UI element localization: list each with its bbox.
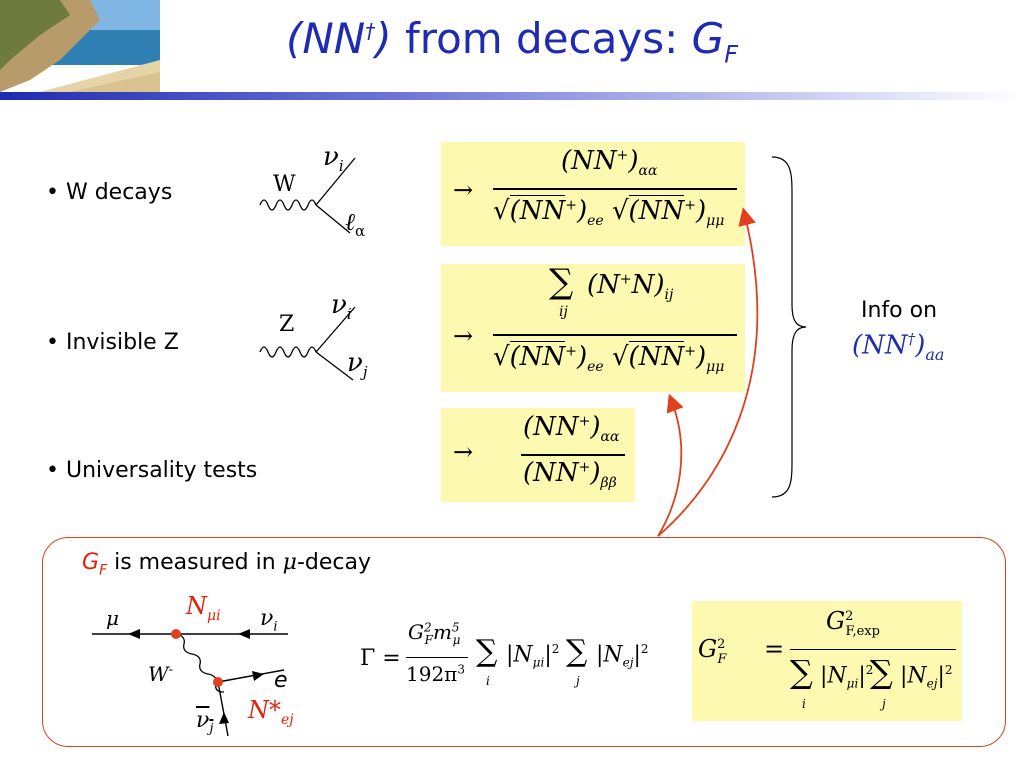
red-arrows <box>657 207 759 537</box>
sum-symbol: ∑ <box>549 262 574 302</box>
formula-u-denominator: (NN+)ββ <box>523 458 617 492</box>
gf-measurement-panel <box>42 537 1006 747</box>
n-ej-label: N*ej <box>248 696 294 728</box>
title-gf-sub: F <box>724 40 738 69</box>
bullet-universality: • Universality tests <box>46 458 258 483</box>
w-lepton-label: ℓα <box>345 208 366 240</box>
title-underline <box>0 92 1024 100</box>
fraction-bar <box>521 454 625 456</box>
e-label: e <box>274 668 288 693</box>
gamma-formula: Γ = G2Fm5μ 192π3 ∑ i |Nμi|2 ∑ j |Nej|2 <box>360 620 650 700</box>
title-gf: G <box>691 14 725 63</box>
title-nn: (NN <box>285 14 366 63</box>
formula-w-denominator: √(NN+)ee √(NN+)μμ <box>493 195 725 230</box>
slide-title: (NN†) from decays: GF <box>0 14 1024 68</box>
w-decay-diagram: W νi ℓα <box>255 142 385 240</box>
formula-w-numerator: (NN+)αα <box>561 146 658 180</box>
abs-n-mu-i: |Nμi|2 <box>506 642 560 670</box>
gf-lhs: G2F <box>698 635 727 667</box>
w-boson-label: W <box>273 172 296 197</box>
sum-j-index: j <box>576 674 580 688</box>
fraction-bar <box>406 657 468 659</box>
info-label: Info on <box>861 298 938 323</box>
fraction-bar <box>790 649 956 651</box>
n-mu-i-label: Nμi <box>186 592 221 624</box>
z-boson-label: Z <box>279 312 295 337</box>
gamma-lhs: Γ = <box>360 646 401 671</box>
gf-abs-n-mu-i: |Nμi|2 <box>820 663 874 691</box>
formula-arrow: → <box>453 438 474 466</box>
info-quantity: (NN†)aa <box>852 330 945 364</box>
z-decay-diagram: Z νi νj <box>255 290 385 392</box>
beach-photo <box>0 0 160 92</box>
gf-formula-box: G2F = G2F,exp ∑ i |Nμi|2 ∑ j |Nej|2 <box>692 601 962 721</box>
gf-sum-j-index: j <box>882 697 886 711</box>
gf-abs-n-ej: |Nej|2 <box>900 663 953 691</box>
gamma-denominator: 192π3 <box>406 662 465 686</box>
fraction-bar <box>493 334 737 336</box>
formula-z-denominator: √(NN+)ee √(NN+)μμ <box>493 341 725 376</box>
sum-i-index: i <box>486 674 490 688</box>
formula-box-w: → (NN+)αα √(NN+)ee √(NN+)μμ <box>441 142 745 246</box>
gf-sum-j-symbol: ∑ <box>870 653 893 691</box>
gf-equals: = <box>764 635 785 663</box>
w-nu-label: νi <box>323 142 344 176</box>
formula-z-numerator: (N+N)ij <box>587 270 674 304</box>
gf-sum-i-symbol: ∑ <box>790 653 813 691</box>
formula-box-z: → ∑ ij (N+N)ij √(NN+)ee √(NN+)μμ <box>441 262 745 392</box>
title-main: from decays: <box>404 14 692 63</box>
w-minus-label: W- <box>148 662 173 686</box>
sum-i-symbol: ∑ <box>476 634 498 669</box>
w-vertex-lines <box>259 157 356 234</box>
formula-arrow: → <box>453 176 474 204</box>
z-nu-i-label: νi <box>331 290 352 324</box>
muon-decay-diagram: μ νi Nμi W- e νj N*ej <box>88 590 318 740</box>
sum-index: ij <box>559 304 568 320</box>
gf-sum-i-index: i <box>802 697 806 711</box>
formula-arrow: → <box>453 322 474 350</box>
z-nu-j-label: νj <box>347 348 368 382</box>
bullet-w-decays: • W decays <box>46 180 173 205</box>
gf-panel-title: GF is measured in μ-decay <box>82 550 372 579</box>
title-dagger: † <box>365 19 376 43</box>
gamma-numerator: G2Fm5μ <box>408 620 461 647</box>
muon-decay-lines <box>92 629 288 737</box>
mu-label: μ <box>106 606 119 630</box>
abs-n-ej: |Nej|2 <box>596 642 649 670</box>
bullet-invisible-z: • Invisible Z <box>46 330 179 355</box>
title-close: ) <box>375 14 405 63</box>
z-vertex-lines <box>259 306 356 381</box>
sum-j-symbol: ∑ <box>566 634 588 669</box>
formula-u-numerator: (NN+)αα <box>523 412 620 446</box>
nu-bar-j-label: νj <box>196 708 214 737</box>
formula-box-universality: → (NN+)αα (NN+)ββ <box>441 408 635 502</box>
nu-i-label: νi <box>260 606 278 635</box>
right-brace <box>771 156 807 498</box>
gf-numerator: G2F,exp <box>826 607 880 639</box>
fraction-bar <box>493 188 737 190</box>
